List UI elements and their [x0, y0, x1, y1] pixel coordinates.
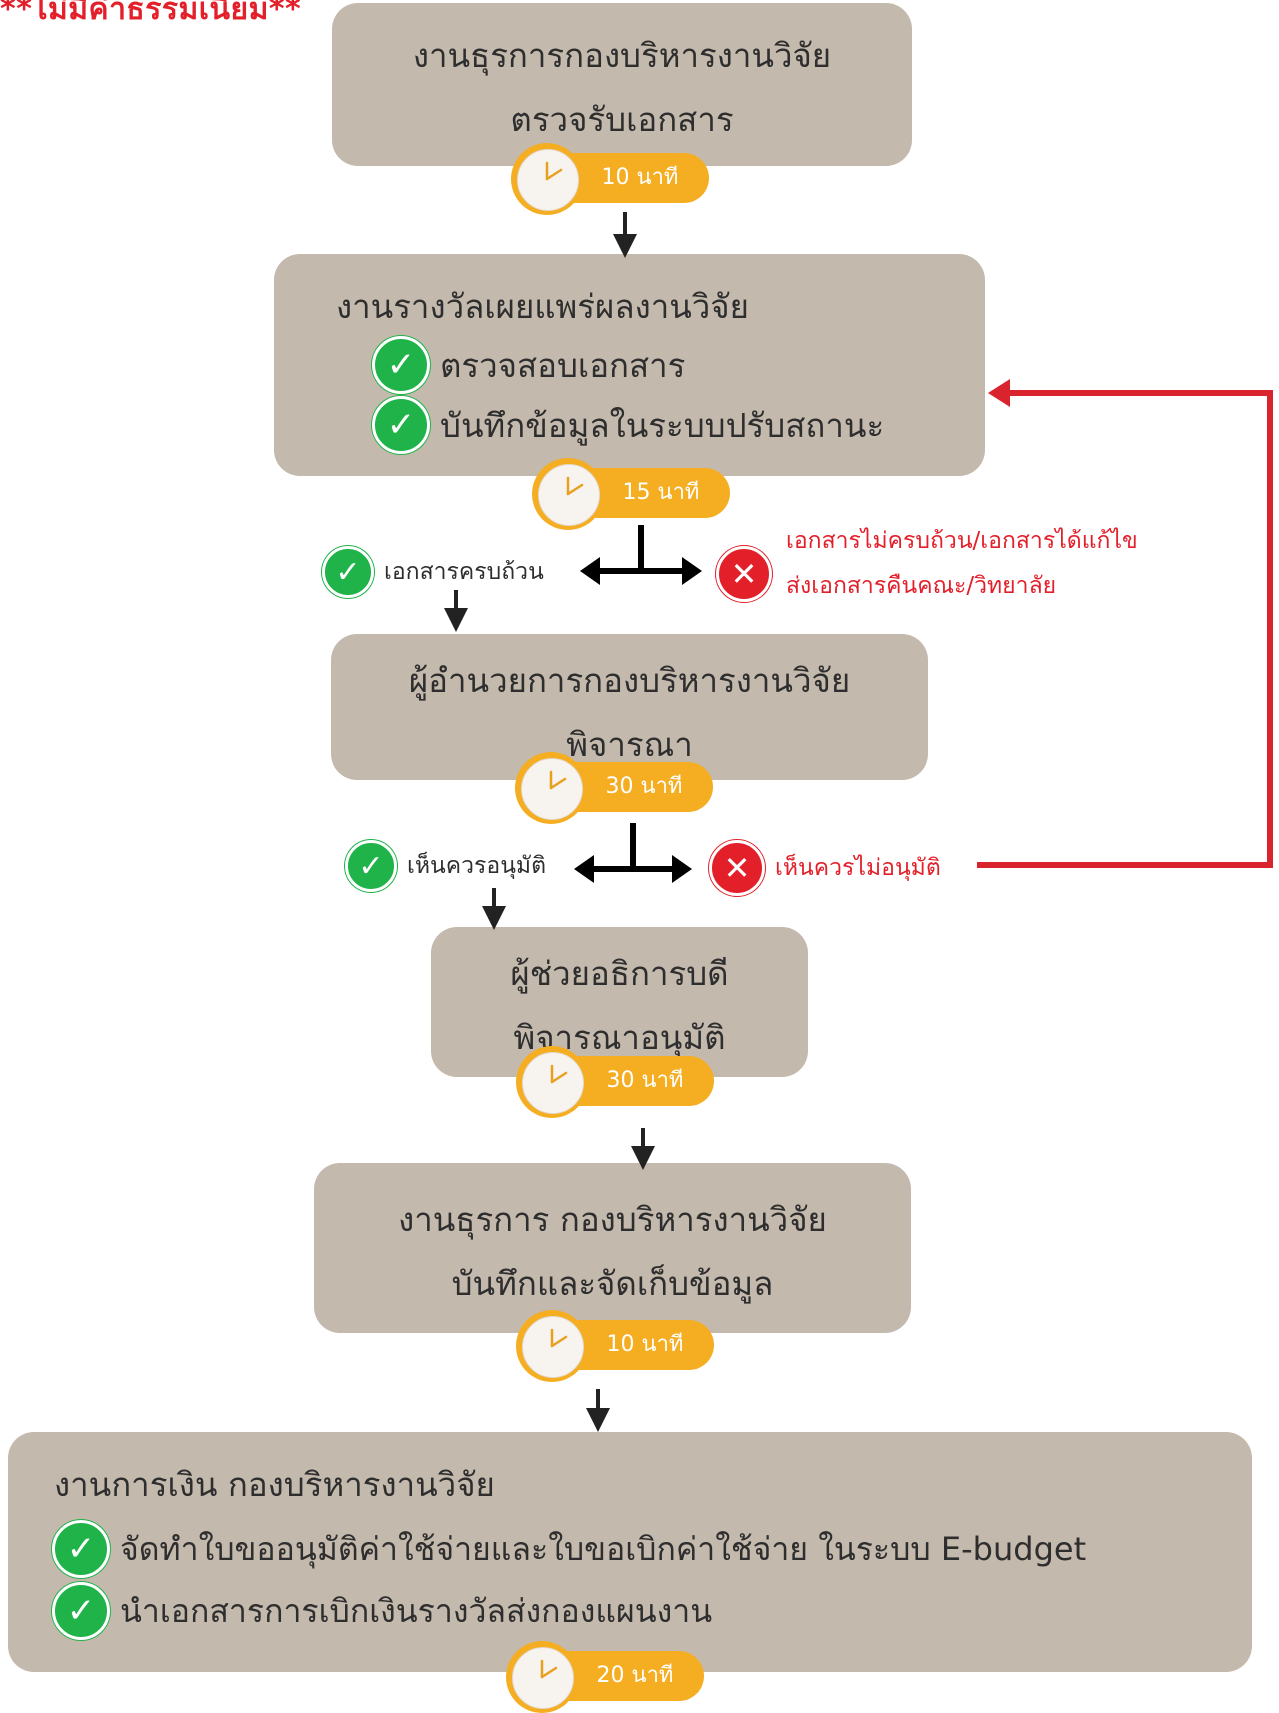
return-line [977, 390, 1273, 868]
step-5-line-1: งานธุรการ กองบริหารงานวิจัย [398, 1200, 827, 1239]
x-circle-icon: ✕ [716, 546, 772, 602]
step-box-finance: งานการเงิน กองบริหารงานวิจัย ✓ จัดทำใบขอ… [8, 1432, 1252, 1672]
clock-hands [540, 161, 584, 1679]
branch-approve: ✓ เห็นควรอนุมัติ [345, 840, 546, 892]
branch-docs-incomplete-line-2: ส่งเอกสารคืนคณะ/วิทยาลัย [786, 573, 1057, 599]
item-text: จัดทำใบขออนุมัติค่าใช้จ่ายและใบขอเบิกค่า… [120, 1529, 1087, 1568]
return-arrowhead [988, 379, 1010, 407]
clock-icon [515, 752, 587, 824]
step-box-award-check: งานรางวัลเผยแพร่ผลงานวิจัย ✓ ตรวจสอบเอกส… [274, 254, 985, 476]
check-circle-icon: ✓ [52, 1582, 110, 1640]
timer-badge: 20 นาที [506, 1641, 706, 1713]
check-circle-icon: ✓ [372, 396, 430, 454]
step-box-director-review: ผู้อำนวยการกองบริหารงานวิจัย พิจารณา [331, 634, 928, 780]
step-box-admin-receive: งานธุรการกองบริหารงานวิจัย ตรวจรับเอกสาร [332, 3, 912, 166]
list-item: ✓ จัดทำใบขออนุมัติค่าใช้จ่ายและใบขอเบิกค… [52, 1520, 1086, 1578]
step-box-admin-record: งานธุรการ กองบริหารงานวิจัย บันทึกและจัด… [314, 1163, 911, 1333]
x-circle-icon: ✕ [709, 840, 765, 896]
step-1-line-1: งานธุรการกองบริหารงานวิจัย [412, 36, 832, 75]
timer-badge: 10 นาที [511, 143, 711, 215]
branch-label: เห็นควรไม่อนุมัติ [775, 855, 941, 881]
no-fee-note: **ไม่มีค่าธรรมเนียม** [0, 0, 302, 27]
check-circle-icon: ✓ [322, 546, 374, 598]
item-text: นำเอกสารการเบิกเงินรางวัลส่งกองแผนงาน [120, 1591, 713, 1630]
step-3-line-1: ผู้อำนวยการกองบริหารงานวิจัย [408, 661, 851, 700]
branch-not-approve: ✕ เห็นควรไม่อนุมัติ [709, 840, 941, 896]
list-item: ✓ นำเอกสารการเบิกเงินรางวัลส่งกองแผนงาน [52, 1582, 712, 1640]
fork-arrowhead-left [574, 855, 594, 883]
check-circle-icon: ✓ [372, 336, 430, 394]
step-box-vice-president: ผู้ช่วยอธิการบดี พิจารณาอนุมัติ [431, 927, 808, 1077]
item-text: ตรวจสอบเอกสาร [440, 345, 686, 385]
step-6-title: งานการเงิน กองบริหารงานวิจัย [54, 1465, 495, 1504]
clock-icon [511, 143, 583, 215]
list-item: ✓ บันทึกข้อมูลในระบบปรับสถานะ [372, 396, 884, 454]
fork-arrowhead-right [682, 557, 702, 585]
item-text: บันทึกข้อมูลในระบบปรับสถานะ [440, 405, 885, 445]
timer-badge: 30 นาที [515, 752, 715, 824]
branch-docs-complete: ✓ เอกสารครบถ้วน [322, 546, 544, 598]
check-circle-icon: ✓ [345, 840, 397, 892]
step-1-line-2: ตรวจรับเอกสาร [510, 100, 734, 139]
step-5-line-2: บันทึกและจัดเก็บข้อมูล [451, 1264, 774, 1303]
clock-icon [506, 1641, 578, 1713]
list-item: ✓ ตรวจสอบเอกสาร [372, 336, 685, 394]
fork-arrowhead-right [672, 855, 692, 883]
step-2-title: งานรางวัลเผยแพร่ผลงานวิจัย [336, 287, 749, 326]
step-3-line-2: พิจารณา [566, 725, 693, 764]
check-circle-icon: ✓ [52, 1520, 110, 1578]
branch-docs-incomplete-line-1: เอกสารไม่ครบถ้วน/เอกสารได้แก้ไข [786, 528, 1138, 554]
branch-label: เอกสารครบถ้วน [384, 559, 544, 585]
step-4-line-1: ผู้ช่วยอธิการบดี [510, 954, 729, 993]
fork-arrowhead-left [580, 557, 600, 585]
branch-label: เห็นควรอนุมัติ [407, 853, 547, 879]
